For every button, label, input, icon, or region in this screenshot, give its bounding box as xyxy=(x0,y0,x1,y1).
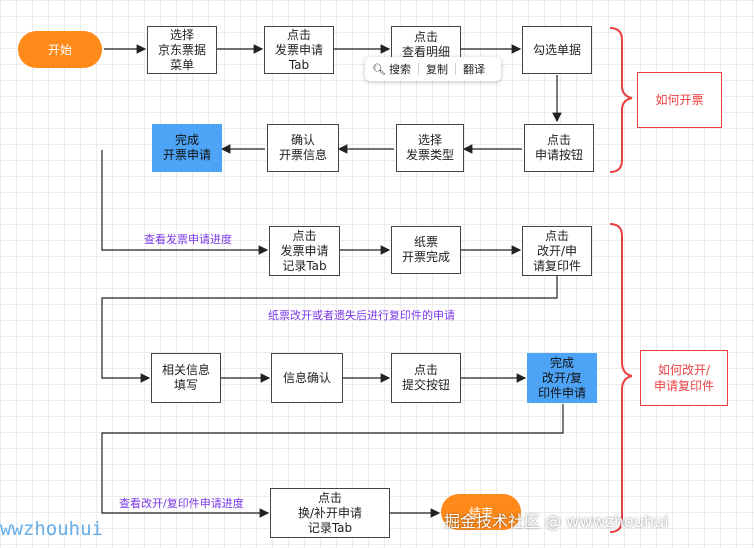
popup-copy-label: 复制 xyxy=(425,63,448,76)
step-select-menu: 选择 京东票据 菜单 xyxy=(147,26,217,74)
end-node: 结束 xyxy=(441,494,521,530)
note-view-progress: 查看发票申请进度 xyxy=(144,233,232,246)
step-confirm-info: 确认 开票信息 xyxy=(267,124,339,172)
watermark-left: wwzhouhui xyxy=(0,518,103,540)
bracket-how-reissue xyxy=(609,223,633,533)
step-select-type: 选择 发票类型 xyxy=(396,124,464,172)
popup-search-label: 搜索 xyxy=(388,63,411,76)
group-how-invoice: 如何开票 xyxy=(637,72,722,128)
popup-translate-label: 翻译 xyxy=(462,63,485,76)
text-selection-popup: 🔍︎ 搜索 复制 翻译 xyxy=(365,57,501,81)
step-apply-button: 点击 申请按钮 xyxy=(524,124,594,172)
step-record-tab: 点击 发票申请 记录Tab xyxy=(269,226,340,276)
arrow-done-to-record-tab xyxy=(101,150,269,255)
step-info-confirm: 信息确认 xyxy=(271,353,343,403)
note-view-reissue-progress: 查看改开/复印件申请进度 xyxy=(119,497,244,510)
step-apply-tab: 点击 发票申请 Tab xyxy=(264,26,334,74)
search-icon: 🔍︎ xyxy=(372,62,386,76)
step-fill-info: 相关信息 填写 xyxy=(151,353,221,403)
step-submit-button: 点击 提交按钮 xyxy=(391,353,461,403)
start-node: 开始 xyxy=(18,31,102,68)
step-reissue: 点击 改开/申 请复印件 xyxy=(522,226,592,276)
arrow-done2-to-record-tab2 xyxy=(101,404,564,518)
popup-divider xyxy=(417,63,419,75)
step-check-doc: 勾选单据 xyxy=(522,26,592,74)
popup-translate-button[interactable]: 翻译 xyxy=(456,61,492,77)
step-paper-done: 纸票 开票完成 xyxy=(391,226,461,274)
watermark-right: 掘金技术社区 @ wwwzhouhui xyxy=(444,512,669,531)
step-record-tab-reissue: 点击 换/补开申请 记录Tab xyxy=(270,488,390,538)
step-done-reissue-apply: 完成 改开/复 印件申请 xyxy=(527,353,597,403)
step-done-invoice-apply: 完成 开票申请 xyxy=(152,124,222,172)
note-paper-reissue: 纸票改开或者遗失后进行复印件的申请 xyxy=(268,309,455,322)
popup-divider xyxy=(454,63,456,75)
arrow-reissue-to-fill xyxy=(101,276,558,383)
bracket-how-invoice xyxy=(609,27,633,173)
popup-search-button[interactable]: 🔍︎ 搜索 xyxy=(365,61,418,77)
group-how-reissue: 如何改开/ 申请复印件 xyxy=(640,350,728,406)
popup-copy-button[interactable]: 复制 xyxy=(419,61,455,77)
